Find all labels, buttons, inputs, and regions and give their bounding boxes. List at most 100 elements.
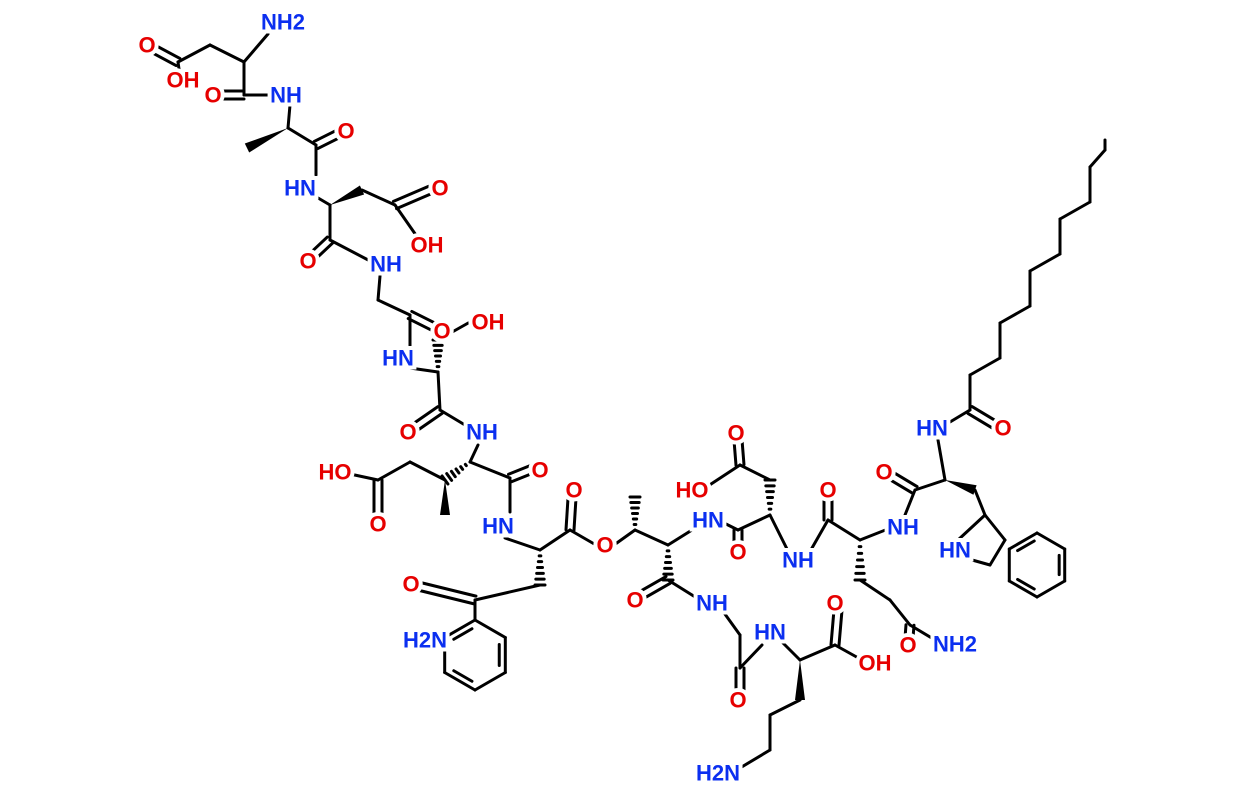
ring-double-bond xyxy=(452,669,474,683)
bond xyxy=(948,408,972,424)
bond xyxy=(286,126,318,147)
oxygen-label: O xyxy=(138,33,155,58)
nitrogen-label: NH2 xyxy=(933,632,977,657)
bond xyxy=(376,460,412,482)
bond xyxy=(888,598,912,627)
bond xyxy=(436,370,442,412)
double-bond xyxy=(410,405,440,427)
oxygen-label: OH xyxy=(859,651,892,676)
double-bond xyxy=(150,41,182,60)
bond xyxy=(768,698,802,717)
oxygen-label: O xyxy=(819,478,836,503)
double-bond xyxy=(395,192,434,211)
oxygen-label: O xyxy=(204,83,221,108)
double-bond xyxy=(640,581,672,601)
bond xyxy=(826,518,862,542)
oxygen-label: O xyxy=(729,540,746,565)
double-bond xyxy=(837,608,844,647)
hashed-bond xyxy=(459,465,465,471)
ring-bond xyxy=(443,618,477,639)
wedge-bond xyxy=(244,128,288,153)
bond xyxy=(738,463,772,482)
double-bond xyxy=(886,476,915,495)
oxygen-label: O xyxy=(531,458,548,483)
nitrogen-label: HN xyxy=(482,514,514,539)
nitrogen-label: HN xyxy=(939,538,971,563)
oxygen-label: HO xyxy=(319,460,352,485)
ring-double-bond xyxy=(452,627,474,641)
bond xyxy=(438,408,472,430)
double-bond xyxy=(970,405,999,424)
oxygen-label: O xyxy=(727,421,744,446)
bond xyxy=(328,238,374,264)
ring-bond xyxy=(1007,531,1039,551)
double-bond xyxy=(732,438,738,467)
oxygen-label: O xyxy=(729,688,746,713)
hashed-bond xyxy=(463,462,468,468)
bond xyxy=(736,513,772,532)
oxygen-label: O xyxy=(994,416,1011,441)
nitrogen-label: H2N xyxy=(403,628,447,653)
double-bond xyxy=(740,438,746,467)
bond xyxy=(376,274,382,302)
bond xyxy=(242,32,270,64)
bond xyxy=(311,193,332,207)
bond xyxy=(716,518,740,532)
bond xyxy=(1058,200,1092,221)
bond xyxy=(538,528,572,552)
nitrogen-label: HN xyxy=(382,346,414,371)
double-bond xyxy=(966,411,995,430)
double-bond xyxy=(391,184,430,203)
oxygen-label: O xyxy=(337,119,354,144)
nitrogen-label: NH xyxy=(370,252,402,277)
oxygen-label: O xyxy=(826,591,843,616)
nitrogen-label: NH2 xyxy=(261,10,305,35)
oxygen-label: O xyxy=(299,249,316,274)
double-bond xyxy=(316,135,344,151)
ring-double-bond xyxy=(1016,539,1036,553)
double-bond xyxy=(829,608,836,647)
oxygen-label: O xyxy=(433,319,450,344)
bond xyxy=(376,298,412,317)
double-bond xyxy=(312,127,340,143)
bond xyxy=(963,556,992,567)
bond xyxy=(768,513,792,557)
ring-bond xyxy=(473,618,507,639)
bond xyxy=(833,643,864,662)
bond xyxy=(666,523,702,547)
bonds xyxy=(146,32,1107,770)
bond xyxy=(703,463,742,490)
oxygen-label: O xyxy=(402,572,419,597)
wedge-bond xyxy=(795,660,805,700)
double-bond xyxy=(415,588,476,606)
oxygen-label: HO xyxy=(676,478,709,503)
wedge-bond xyxy=(330,185,365,205)
wedge-bond xyxy=(440,480,450,515)
bond xyxy=(913,478,947,492)
double-bond xyxy=(406,317,436,334)
oxygen-label: O xyxy=(626,588,643,613)
nitrogen-label: HN xyxy=(754,620,786,645)
oxygen-label: O xyxy=(875,460,892,485)
bond xyxy=(738,748,772,770)
bond xyxy=(633,528,670,547)
bond xyxy=(503,536,542,552)
bond xyxy=(858,578,892,602)
bond xyxy=(286,103,292,130)
bond xyxy=(936,438,947,482)
ring-bond xyxy=(1035,531,1067,551)
ring-bond xyxy=(443,671,477,692)
nitrogen-label: NH xyxy=(887,515,919,540)
double-bond xyxy=(890,470,919,489)
nitrogen-label: H2N xyxy=(696,761,740,786)
double-bond xyxy=(564,496,570,532)
bond xyxy=(666,578,702,602)
bond xyxy=(908,623,937,642)
bond xyxy=(973,488,987,517)
double-bond xyxy=(314,241,335,261)
ring-double-bond xyxy=(1016,577,1036,591)
nitrogen-label: HN xyxy=(284,176,316,201)
bond xyxy=(468,443,480,464)
